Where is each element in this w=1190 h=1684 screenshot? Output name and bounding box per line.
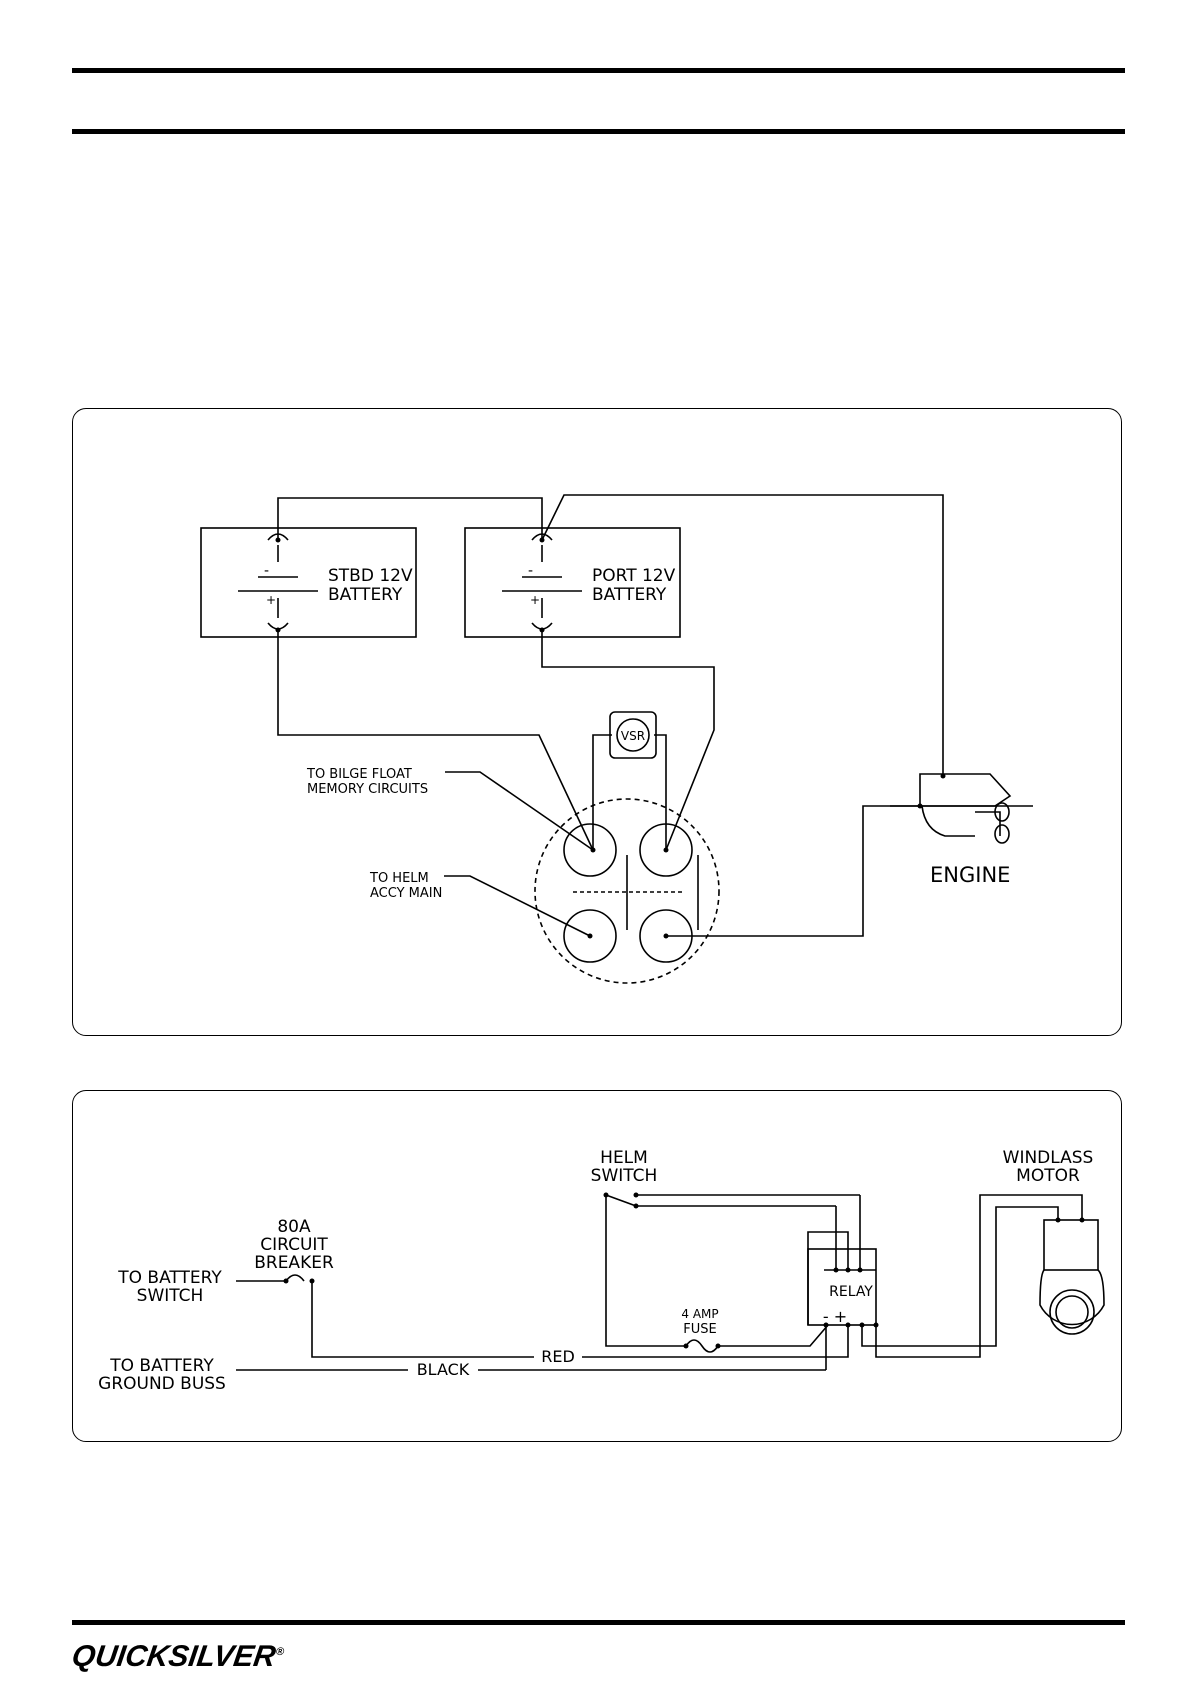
- breaker-label-line3: BREAKER: [254, 1253, 334, 1273]
- wire-engine-ground: [666, 806, 920, 936]
- bilge-label-line2: MEMORY CIRCUITS: [307, 782, 428, 797]
- helm-accy-label-line1: TO HELM: [369, 871, 429, 886]
- footer-rule: [72, 1620, 1125, 1625]
- stbd-battery-label-line2: BATTERY: [328, 585, 403, 605]
- wire-negative-link: [278, 498, 542, 540]
- port-battery-label-line2: BATTERY: [592, 585, 667, 605]
- engine-label: ENGINE: [930, 863, 1010, 887]
- minus-label-stbd: -: [264, 563, 269, 579]
- helm-switch-label-line1: HELM: [600, 1148, 648, 1168]
- registered-mark: ®: [275, 1646, 285, 1658]
- wire-black-label: BLACK: [417, 1360, 470, 1379]
- plus-label-stbd: +: [266, 593, 276, 607]
- relay-terminals-label: - +: [823, 1307, 847, 1326]
- wire-negative-engine: [542, 495, 943, 776]
- quicksilver-logo: QUICKSILVER®: [70, 1640, 286, 1674]
- breaker-label-line2: CIRCUIT: [260, 1235, 328, 1255]
- stbd-battery-label-line1: STBD 12V: [328, 566, 413, 586]
- fuse-label-line2: FUSE: [683, 1322, 716, 1337]
- bilge-label-line1: TO BILGE FLOAT: [306, 767, 412, 782]
- vsr-label: VSR: [621, 729, 645, 743]
- minus-label-port: -: [528, 563, 533, 579]
- logo-text: QUICKSILVER: [70, 1640, 278, 1673]
- helm-accy-label-line2: ACCY MAIN: [370, 886, 442, 901]
- plus-label-port: +: [530, 593, 540, 607]
- battery-switch-label-line1: TO BATTERY: [117, 1268, 222, 1288]
- wire-red-label: RED: [541, 1347, 575, 1366]
- windlass-label-line1: WINDLASS: [1003, 1148, 1094, 1168]
- ground-label-line1: TO BATTERY: [109, 1356, 214, 1376]
- port-battery-label-line1: PORT 12V: [592, 566, 676, 586]
- helm-switch-label-line2: SWITCH: [591, 1166, 658, 1186]
- windlass-label-line2: MOTOR: [1016, 1166, 1080, 1186]
- battery-switch-label-line2: SWITCH: [137, 1286, 204, 1306]
- breaker-label-line1: 80A: [277, 1217, 311, 1237]
- ground-label-line2: GROUND BUSS: [98, 1374, 226, 1394]
- engine-drawing: [890, 774, 1033, 843]
- relay-label: RELAY: [829, 1284, 873, 1300]
- fuse-label-line1: 4 AMP: [681, 1307, 718, 1321]
- windlass-motor-drawing: [1040, 1220, 1104, 1334]
